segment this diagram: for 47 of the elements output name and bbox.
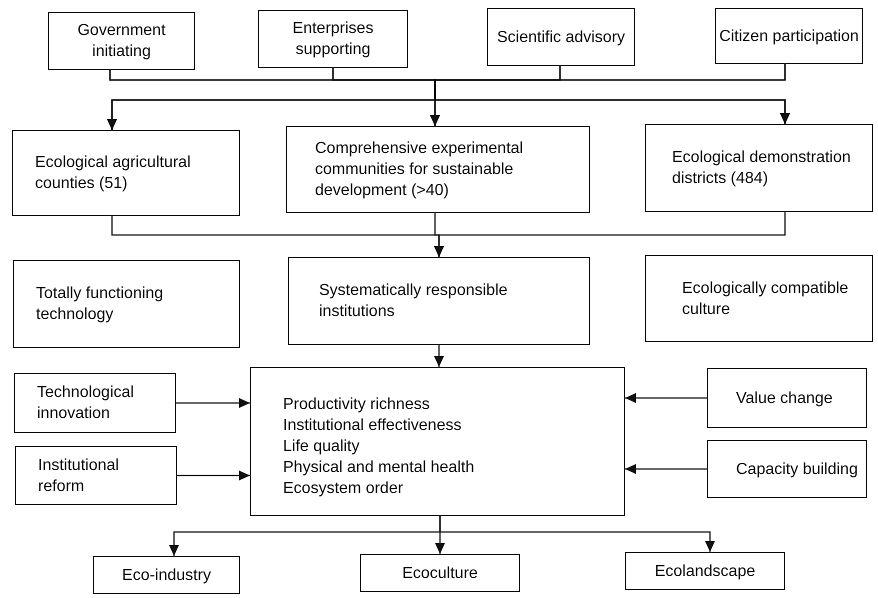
- text-box: [250, 367, 625, 516]
- box-text: Institutional effectiveness: [283, 416, 462, 436]
- text-box: [360, 554, 520, 592]
- text-box: [487, 8, 635, 66]
- box-text: Technological innovation: [37, 383, 135, 424]
- box-text: Ecosystem order: [283, 479, 404, 499]
- text-box: [645, 124, 873, 212]
- text-box: [258, 10, 408, 68]
- text-box: [12, 130, 240, 216]
- box-text: Comprehensive experimental communities for sustainable development (>40): [315, 139, 524, 201]
- box-text: Eco-industry: [122, 566, 211, 586]
- text-box: [288, 257, 590, 345]
- box-text: Enterprises supporting: [292, 19, 374, 60]
- box-text: Productivity richness: [283, 395, 431, 415]
- text-box: [625, 552, 785, 590]
- box-text: Value change: [736, 388, 834, 408]
- box-text: Totally functioning technology: [36, 284, 164, 325]
- box-text: Citizen participation: [719, 26, 859, 46]
- box-text: Ecological agricultural counties (51): [35, 153, 192, 194]
- box-text: Ecologically compatible culture: [682, 278, 850, 320]
- box-text: Physical and mental health: [283, 458, 476, 478]
- arrow: [176, 398, 250, 408]
- arrow: [625, 464, 707, 474]
- text-box: [15, 446, 177, 505]
- box-text: Capacity building: [736, 460, 858, 480]
- box-text: Life quality: [283, 437, 360, 457]
- text-box: [645, 255, 873, 342]
- arrow: [625, 393, 707, 403]
- box-text: Ecological demonstration districts (484): [672, 148, 852, 189]
- text-box: [715, 8, 863, 64]
- text-box: [286, 126, 590, 213]
- text-box: [48, 12, 195, 70]
- text-box: [707, 440, 867, 498]
- arrow: [434, 212, 786, 257]
- text-box: [707, 368, 867, 428]
- box-text: Government initiating: [76, 21, 167, 62]
- arrow: [434, 345, 444, 367]
- box-text: Scientific advisory: [496, 28, 626, 48]
- arrow: [177, 470, 250, 480]
- box-text: Institutional reform: [38, 456, 120, 496]
- arrow: [439, 516, 715, 552]
- text-box: [13, 260, 240, 348]
- text-box: [93, 556, 240, 594]
- box-text: Systematically responsible institutions: [319, 281, 509, 322]
- box-text: Ecolandscape: [654, 562, 756, 582]
- box-text: Ecoculture: [402, 564, 478, 584]
- text-box: [14, 373, 176, 433]
